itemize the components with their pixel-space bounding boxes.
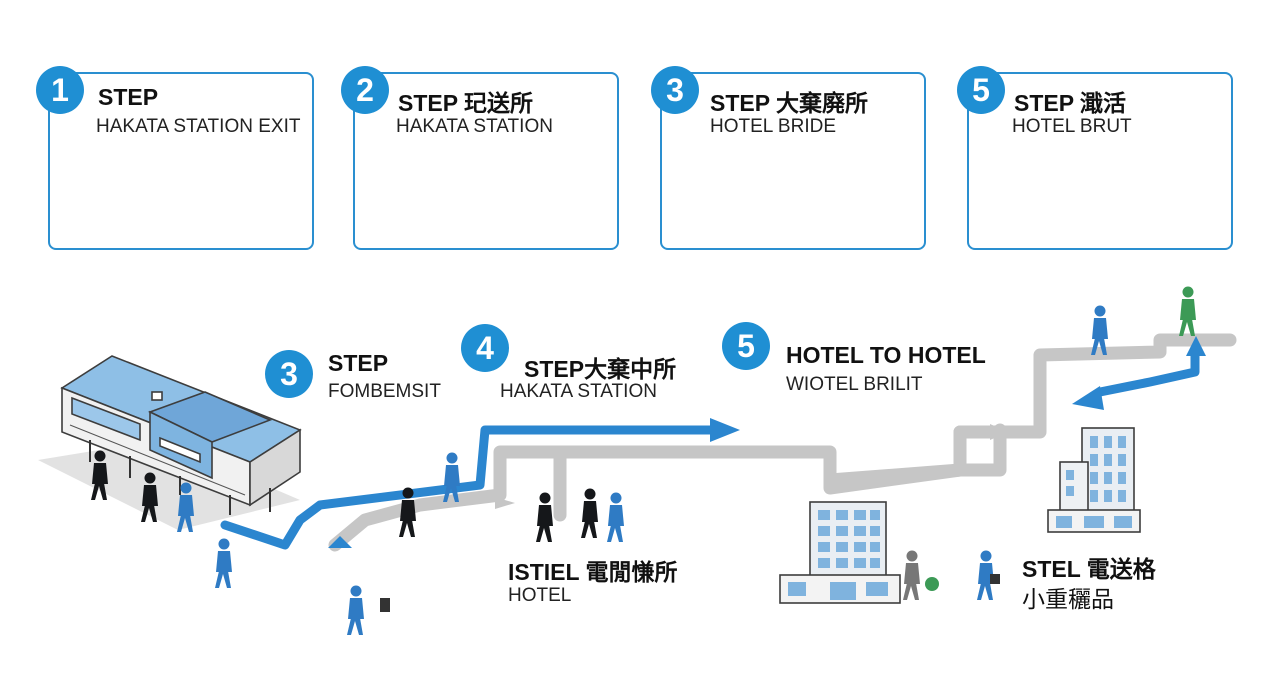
hotel-label-title: ISTIEL 電閒慊所 — [508, 559, 678, 585]
suitcase-icon — [380, 598, 390, 612]
step-subtitle-1: HAKATA STATION EXIT — [96, 116, 301, 137]
gray-arrow-head-2 — [495, 497, 515, 509]
step-badge-2: 2 — [341, 66, 389, 114]
station-building — [60, 355, 302, 515]
step-card-1 — [48, 72, 314, 250]
step-badge-1: 1 — [36, 66, 84, 114]
bag-icon — [990, 574, 1000, 584]
route-subtitle-3: FOMBEMSIT — [328, 381, 441, 402]
green-walker — [1179, 286, 1196, 336]
step-title-1: STEP — [98, 84, 159, 110]
gray-arrow-head — [990, 424, 1008, 440]
step-card-4 — [967, 72, 1233, 250]
gray-walkway — [328, 333, 1237, 552]
route-badge-4: 4 — [461, 324, 509, 372]
station-ground — [38, 440, 300, 530]
step-subtitle-4: HOTEL BRUT — [1012, 116, 1132, 137]
step-title-3: STEP 大棄廃所 — [710, 90, 869, 116]
step-badge-3: 3 — [651, 66, 699, 114]
route-title-5: HOTEL TO HOTEL — [786, 342, 986, 368]
route-badge-3: 3 — [265, 350, 313, 398]
step-subtitle-2: HAKATA STATION — [396, 116, 553, 137]
tree-icon — [925, 577, 939, 591]
blue-arrow-head-main — [710, 418, 740, 442]
route-title-4: STEP大棄中所 — [524, 356, 677, 382]
hotel-tower-right — [1047, 427, 1141, 533]
stel-label-title: STEL 電送格 — [1022, 556, 1156, 582]
step-title-4: STEP 濈活 — [1014, 90, 1127, 116]
hotel-label-subtitle: HOTEL — [508, 585, 572, 606]
step-title-2: STEP 玘送所 — [398, 90, 534, 116]
step-card-3 — [660, 72, 926, 250]
stel-label-subtitle: 小重穲品 — [1022, 586, 1114, 612]
step-subtitle-3: HOTEL BRIDE — [710, 116, 836, 137]
step-badge-4: 5 — [957, 66, 1005, 114]
blue-arrow-head-up — [1186, 336, 1206, 356]
small-up-arrow — [328, 536, 352, 548]
blue-arrow-head-return — [1072, 386, 1104, 410]
route-badge-5: 5 — [722, 322, 770, 370]
hotel-building-bottom — [779, 501, 901, 604]
step-card-2 — [353, 72, 619, 250]
route-title-3: STEP — [328, 350, 389, 376]
route-subtitle-5: WIOTEL BRILIT — [786, 374, 923, 395]
gray-walker — [903, 550, 920, 600]
route-subtitle-4: HAKATA STATION — [500, 381, 657, 402]
